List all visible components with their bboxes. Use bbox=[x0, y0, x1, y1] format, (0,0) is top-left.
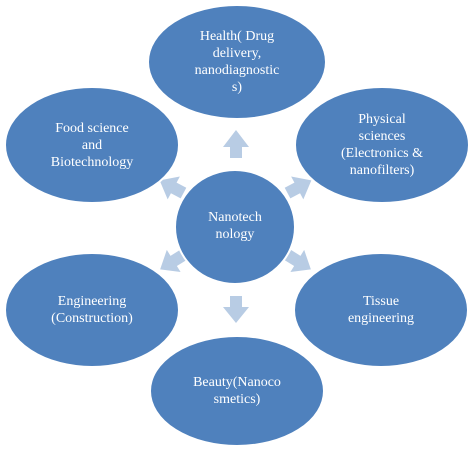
label-engineering: Engineering (Construction) bbox=[51, 294, 133, 326]
label-tissue-engineering: Tissue engineering bbox=[347, 294, 415, 326]
node-beauty bbox=[149, 335, 325, 447]
arrow-to-tissue-engineering bbox=[284, 249, 311, 272]
node-engineering bbox=[4, 252, 180, 368]
connector-arrows bbox=[159, 130, 312, 323]
node-physical-sciences bbox=[294, 86, 470, 204]
node-center-nanotechnology bbox=[174, 169, 296, 285]
label-health: Health( Drug delivery, nanodiagnostic s) bbox=[194, 29, 280, 95]
label-beauty: Beauty(Nanoco smetics) bbox=[193, 375, 281, 407]
arrow-to-health bbox=[223, 130, 249, 158]
label-food-science: Food science and Biotechnology bbox=[50, 120, 134, 170]
node-food-science bbox=[4, 86, 180, 204]
arrow-to-food-science bbox=[159, 176, 187, 200]
label-physical-sciences: Physical sciences (Electronics & nanofil… bbox=[340, 112, 424, 178]
label-center-nanotechnology: Nanotech nology bbox=[208, 210, 262, 242]
node-health bbox=[147, 4, 327, 120]
arrow-to-beauty bbox=[223, 296, 249, 323]
node-tissue-engineering bbox=[293, 252, 469, 368]
arrow-to-engineering bbox=[160, 249, 187, 272]
arrow-to-physical-sciences bbox=[284, 176, 312, 200]
